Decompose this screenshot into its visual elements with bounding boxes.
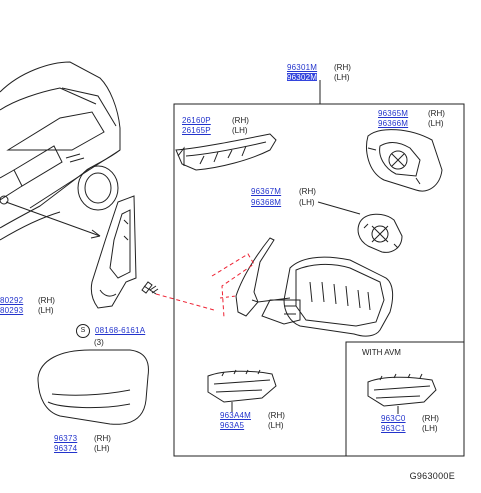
part-number-963C1[interactable]: 963C1	[381, 424, 406, 433]
avm-label: WITH AVM	[362, 348, 401, 357]
screw-quantity: (3)	[94, 338, 104, 347]
part-number-963A4M[interactable]: 963A4M	[220, 411, 251, 420]
side-lh: (LH)	[94, 444, 110, 453]
part-number-96302M[interactable]: 96302M	[287, 73, 318, 82]
screw-symbol: S	[76, 324, 90, 338]
side-lh: (LH)	[232, 126, 248, 135]
side-lh: (LH)	[299, 198, 315, 207]
mirror-assembly-frame	[173, 103, 465, 457]
side-lh: (LH)	[428, 119, 444, 128]
bracket-illustration	[207, 369, 277, 403]
avm-frame	[345, 341, 465, 457]
side-rh: (RH)	[428, 109, 445, 118]
part-number-96368M[interactable]: 96368M	[251, 198, 282, 207]
avm-camera-illustration	[367, 373, 437, 407]
side-rh: (RH)	[232, 116, 249, 125]
side-rh: (RH)	[268, 411, 285, 420]
part-number-96374[interactable]: 96374	[54, 444, 78, 453]
mirror-cover-illustration	[37, 349, 149, 425]
part-number-26160P[interactable]: 26160P	[182, 116, 211, 125]
side-rh: (RH)	[38, 296, 55, 305]
mirror-glass-illustration	[366, 129, 443, 192]
part-number-96373[interactable]: 96373	[54, 434, 78, 443]
turn-signal-illustration	[175, 133, 277, 171]
side-rh: (RH)	[334, 63, 351, 72]
part-number-80292[interactable]: 80292	[0, 296, 24, 305]
figure-code: G963000E	[409, 471, 455, 481]
part-number-26165P[interactable]: 26165P	[182, 126, 211, 135]
part-number-963C0[interactable]: 963C0	[381, 414, 406, 423]
screw-illustration	[141, 281, 159, 295]
part-number-96366M[interactable]: 96366M	[378, 119, 409, 128]
part-number-96301M[interactable]: 96301M	[287, 63, 318, 72]
side-rh: (RH)	[422, 414, 439, 423]
actuator-illustration	[357, 213, 403, 253]
mirror-housing-illustration	[235, 237, 394, 337]
side-lh: (LH)	[38, 306, 54, 315]
side-rh: (RH)	[299, 187, 316, 196]
part-number-96365M[interactable]: 96365M	[378, 109, 409, 118]
part-number-96367M[interactable]: 96367M	[251, 187, 282, 196]
side-lh: (LH)	[422, 424, 438, 433]
part-number-963A5[interactable]: 963A5	[220, 421, 245, 430]
side-rh: (RH)	[94, 434, 111, 443]
door-panel-illustration	[90, 195, 137, 309]
part-number-08168-6161A[interactable]: 08168-6161A	[95, 326, 146, 335]
part-number-80293[interactable]: 80293	[0, 306, 24, 315]
vehicle-illustration	[0, 61, 121, 241]
side-lh: (LH)	[334, 73, 350, 82]
side-lh: (LH)	[268, 421, 284, 430]
